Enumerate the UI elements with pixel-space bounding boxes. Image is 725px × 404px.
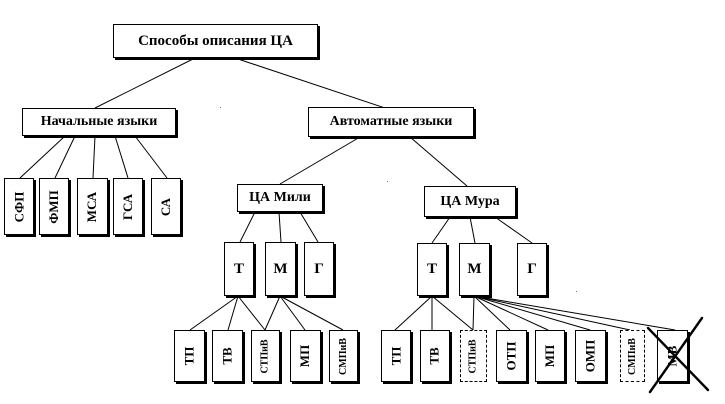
root-node: Способы описания ЦА <box>113 24 318 58</box>
initial-lang-4-label: ГСА <box>119 193 135 220</box>
moore-rep-m-label: М <box>467 261 482 277</box>
initial-lang-5-label: СА <box>157 197 173 216</box>
scan-speck <box>387 181 388 182</box>
moore-leaf-5: МП <box>535 330 565 382</box>
moore-label: ЦА Мура <box>440 193 500 209</box>
mealy-leaf-5: СМПиВ <box>329 330 358 382</box>
edge-moore-m-mv <box>473 295 676 331</box>
moore-leaf-8-label: МВ <box>664 345 680 367</box>
edge-mealy-m-smpiv <box>279 295 344 331</box>
initial-lang-4: ГСА <box>113 178 143 235</box>
initial-lang-3-label: МСА <box>84 191 100 222</box>
mealy-leaf-1-label: ТП <box>181 346 197 366</box>
mealy-rep-t: Т <box>224 242 254 296</box>
edge-root-automata <box>234 57 386 109</box>
moore-leaf-2-label: ТВ <box>427 347 442 365</box>
mealy-leaf-2-label: ТВ <box>219 347 235 365</box>
automata-languages-node: Автоматные языки <box>308 107 474 137</box>
moore-leaf-1: ТП <box>381 330 411 382</box>
moore-leaf-6: ОМП <box>575 330 606 382</box>
moore-leaf-4: ОТП <box>496 330 527 382</box>
mealy-leaf-1: ТП <box>174 330 205 382</box>
moore-leaf-8: МВ <box>657 330 688 382</box>
moore-leaf-6-label: ОМП <box>582 339 598 373</box>
mealy-rep-g-label: Г <box>314 260 324 277</box>
edge-mealy-t-tp <box>189 295 239 331</box>
mealy-rep-t-label: Т <box>233 260 244 277</box>
edge-mealy-g <box>299 211 319 243</box>
edge-initial-5 <box>134 135 168 179</box>
initial-lang-5: СА <box>151 178 181 235</box>
edge-moore-m-mp <box>473 295 549 331</box>
edge-moore-m <box>469 216 476 244</box>
mealy-node: ЦА Мили <box>237 184 323 212</box>
moore-rep-g: Г <box>517 243 547 296</box>
edge-mealy-m <box>278 211 282 243</box>
automata-languages-label: Автоматные языки <box>329 114 453 129</box>
moore-leaf-4-label: ОТП <box>503 341 519 371</box>
edge-moore-m-stpiv <box>472 295 475 331</box>
edge-moore-t <box>431 216 451 244</box>
initial-lang-1-label: СФП <box>11 191 27 222</box>
moore-leaf-2: ТВ <box>420 330 450 382</box>
edge-initial-1 <box>19 135 66 179</box>
moore-leaf-7: СМПиВ <box>620 330 645 382</box>
mealy-rep-g: Г <box>304 242 334 296</box>
scan-speck <box>220 107 221 108</box>
edge-automata-moore <box>409 136 468 187</box>
mealy-leaf-4: МП <box>290 330 321 382</box>
mealy-rep-m-label: М <box>273 260 288 277</box>
mealy-leaf-3: СТПиВ <box>251 330 280 382</box>
mealy-leaf-3-label: СТПиВ <box>260 338 272 374</box>
mealy-leaf-5-label: СМПиВ <box>338 337 349 375</box>
edge-root-initial <box>94 57 196 109</box>
edge-mealy-t-stpiv <box>237 295 266 331</box>
edge-initial-4 <box>114 135 129 179</box>
root-label: Способы описания ЦА <box>138 32 293 49</box>
moore-leaf-3: СТПиВ <box>460 330 487 382</box>
initial-lang-1: СФП <box>4 178 34 235</box>
edge-moore-t-tp <box>394 295 433 331</box>
moore-rep-t: Т <box>417 243 447 296</box>
initial-lang-2: ФМП <box>39 178 69 235</box>
edge-moore-g <box>494 216 533 244</box>
moore-leaf-7-label: СМПиВ <box>627 337 638 375</box>
edge-automata-mealy <box>279 136 361 185</box>
edge-moore-t-stpiv <box>431 295 474 331</box>
edge-mealy-m-stpiv <box>264 295 281 331</box>
edge-moore-m-omp <box>473 295 591 331</box>
edge-mealy-t-tv <box>227 295 239 331</box>
mealy-leaf-2: ТВ <box>212 330 243 382</box>
edge-moore-m-otp <box>473 295 511 331</box>
edge-mealy-m-mp <box>279 295 306 331</box>
mealy-leaf-4-label: МП <box>297 344 313 368</box>
mealy-rep-m: М <box>265 242 296 296</box>
edge-initial-3 <box>92 135 96 179</box>
moore-leaf-3-label: СТПиВ <box>468 338 480 374</box>
moore-rep-g-label: Г <box>527 261 537 277</box>
moore-rep-t-label: Т <box>426 261 437 277</box>
mealy-label: ЦА Мили <box>249 190 311 205</box>
initial-languages-node: Начальные языки <box>22 108 176 136</box>
edge-mealy-t <box>239 211 256 243</box>
initial-lang-2-label: ФМП <box>46 189 61 224</box>
moore-rep-m: М <box>459 243 490 296</box>
edge-moore-m-smpiv <box>473 295 631 331</box>
initial-languages-label: Начальные языки <box>40 114 158 129</box>
initial-lang-3: МСА <box>77 178 108 235</box>
moore-leaf-1-label: ТП <box>387 346 403 366</box>
moore-leaf-5-label: МП <box>541 344 557 368</box>
scan-speck <box>576 291 577 292</box>
edge-initial-2 <box>54 135 76 179</box>
moore-node: ЦА Мура <box>424 186 516 217</box>
